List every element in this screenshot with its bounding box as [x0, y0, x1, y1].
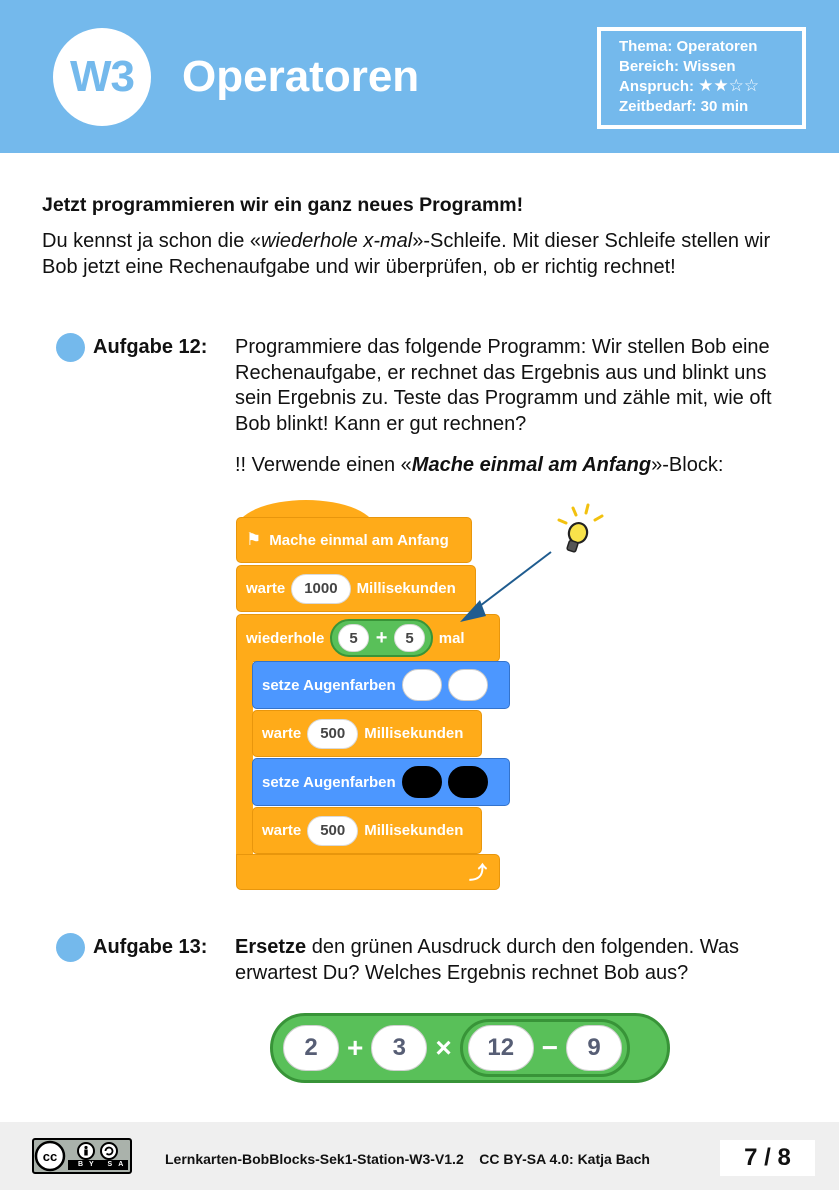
intro-text: Du kennst ja schon die «wiederhole x-mal… [42, 229, 802, 280]
info-zeitbedarf: Zeitbedarf: 30 min [619, 97, 749, 115]
info-anspruch-label: Anspruch: [619, 78, 694, 95]
task12-text: Programmiere das folgende Programm: Wir … [235, 336, 772, 435]
station-badge: W3 [53, 28, 151, 126]
expr-value-input[interactable]: 12 [467, 1025, 534, 1071]
header: W3 Operatoren Thema: Operatoren Bereich:… [0, 0, 839, 153]
task13-bullet [56, 933, 85, 962]
cc-icon: cc [34, 1140, 128, 1172]
wait-label: warte [246, 580, 286, 597]
expr-value-input[interactable]: 2 [283, 1025, 339, 1071]
subtraction-expression[interactable]: 12 − 9 [459, 1019, 631, 1077]
wait-value-input[interactable]: 500 [307, 718, 359, 749]
star-filled-icon: ★ [698, 76, 714, 95]
expr-value-input[interactable]: 5 [338, 624, 369, 652]
task13-text-part: den grünen Ausdruck durch den folgenden.… [235, 936, 740, 984]
svg-text:cc: cc [43, 1149, 57, 1164]
cc-by-sa-logo: cc BY SA [32, 1138, 132, 1174]
loop-arrow-icon: ⤴ [469, 863, 487, 883]
wait-unit: Millisekunden [356, 580, 456, 597]
task13-text-bold: Ersetze [235, 936, 307, 958]
wait-unit: Millisekunden [364, 725, 464, 742]
minus-operator: − [541, 1032, 559, 1063]
info-anspruch: Anspruch: ★★☆☆ [619, 76, 802, 97]
repeat-block-end: ⤴ [236, 854, 500, 890]
wait-unit: Millisekunden [364, 822, 464, 839]
task12-note-em: Mache einmal am Anfang [411, 454, 652, 476]
intro-text-part: »-Schleife. Mit dieser Schleife stellen … [42, 230, 771, 278]
page-number: 7 / 8 [720, 1140, 815, 1176]
replacement-expression[interactable]: 2 + 3 × 12 − 9 [270, 1013, 670, 1083]
multiply-operator: × [435, 1032, 452, 1063]
set-eyes-block-1[interactable]: setze Augenfarben [252, 661, 510, 709]
wait-value-input[interactable]: 500 [307, 815, 359, 846]
repeat-loop-arm [236, 660, 253, 860]
task13-label: Aufgabe 13: [93, 936, 208, 958]
intro-text-part: Du kennst ja schon die « [42, 230, 262, 252]
eye-color-white-picker[interactable] [401, 669, 442, 701]
wait-label: warte [262, 725, 302, 742]
footer: cc BY SA Lernkarten-BobBlocks-Sek1-Stati… [0, 1122, 839, 1190]
set-eyes-label: setze Augenfarben [262, 676, 396, 694]
wait-label: warte [262, 822, 302, 839]
info-thema: Thema: Operatoren [619, 38, 758, 55]
plus-operator: + [375, 626, 388, 649]
wait-block-1[interactable]: warte 1000 Millisekunden [236, 565, 476, 612]
lightbulb-icon [557, 503, 604, 553]
intro-text-em: wiederhole x-mal [261, 230, 413, 252]
pointer-arrow-icon [460, 551, 552, 622]
repeat-count-expression[interactable]: 5 + 5 [330, 619, 433, 657]
hat-block-label: Mache einmal am Anfang [269, 531, 449, 549]
expr-value-input[interactable]: 3 [371, 1025, 428, 1071]
star-filled-icon: ★ [713, 76, 729, 95]
intro-heading: Jetzt programmieren wir ein ganz neues P… [42, 194, 524, 216]
wait-value-input[interactable]: 1000 [291, 573, 351, 604]
task12-note-part: »-Block: [651, 454, 724, 476]
task12-note: !! Verwende einen «Mache einmal am Anfan… [235, 453, 795, 479]
expr-value-input[interactable]: 5 [394, 624, 425, 652]
wait-block-3[interactable]: warte 500 Millisekunden [252, 807, 482, 854]
wait-block-2[interactable]: warte 500 Millisekunden [252, 710, 482, 757]
repeat-suffix: mal [438, 629, 465, 647]
eye-color-white-picker[interactable] [447, 669, 488, 701]
footer-text: Lernkarten-BobBlocks-Sek1-Station-W3-V1.… [165, 1151, 650, 1167]
task13-text: Ersetze den grünen Ausdruck durch den fo… [235, 935, 815, 986]
expr-value-input[interactable]: 9 [566, 1025, 623, 1071]
page-title: Operatoren [182, 52, 420, 101]
info-box: Thema: Operatoren Bereich: Wissen Anspru… [597, 27, 806, 129]
flag-icon: ⚑ [246, 530, 262, 549]
plus-operator: + [347, 1032, 364, 1063]
cc-logo-text: BY SA [78, 1161, 130, 1168]
info-bereich: Bereich: Wissen [619, 57, 736, 75]
task12-bullet [56, 333, 85, 362]
hat-block[interactable]: ⚑ Mache einmal am Anfang [236, 517, 472, 563]
task12-label: Aufgabe 12: [93, 336, 208, 358]
set-eyes-block-2[interactable]: setze Augenfarben [252, 758, 510, 806]
program-blocks: ⚑ Mache einmal am Anfang warte 1000 Mill… [233, 500, 523, 900]
task12-note-part: !! Verwende einen « [235, 454, 412, 476]
eye-color-black-picker[interactable] [401, 766, 442, 798]
eye-color-black-picker[interactable] [447, 766, 488, 798]
set-eyes-label: setze Augenfarben [262, 773, 396, 791]
star-empty-icon: ☆ [728, 76, 744, 95]
star-empty-icon: ☆ [743, 76, 760, 95]
repeat-label: wiederhole [246, 629, 325, 647]
repeat-block[interactable]: wiederhole 5 + 5 mal [236, 614, 500, 662]
